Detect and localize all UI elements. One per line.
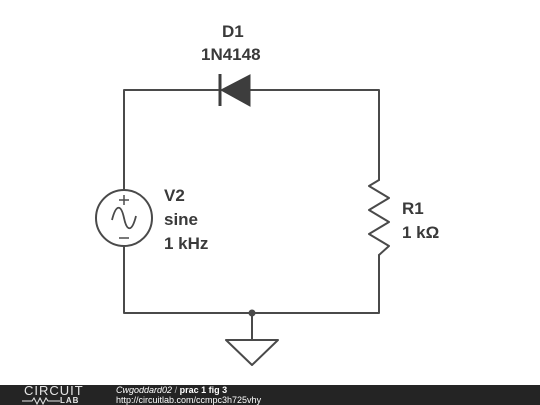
footer-bar: CIRCUIT LAB Cwgoddard02 / prac 1 fig 3 h… [0, 383, 540, 405]
circuit-schematic [95, 74, 390, 366]
voltage-source-v2-symbol [95, 189, 153, 247]
diode-part-label: 1N4148 [201, 45, 261, 64]
footer-title: Cwgoddard02 / prac 1 fig 3 [116, 385, 227, 395]
wire-left-bottom [123, 245, 253, 314]
circuit-url[interactable]: http://circuitlab.com/ccmpc3h725vhy [116, 395, 262, 405]
wire-right-bottom [251, 254, 380, 314]
source-freq-label: 1 kHz [164, 234, 209, 253]
wire-top-right [249, 89, 380, 181]
source-type-label: sine [164, 210, 199, 229]
logo-resistor-icon [22, 397, 60, 405]
resistor-value-label: 1 kΩ [402, 223, 440, 242]
author-name[interactable]: Cwgoddard02 [116, 385, 173, 395]
source-ref-label: V2 [164, 186, 185, 205]
wires [123, 89, 380, 341]
resistor-ref-label: R1 [402, 199, 424, 218]
diode-d1-symbol [218, 74, 251, 107]
title-separator: / [174, 385, 178, 395]
diode-ref-label: D1 [222, 22, 244, 41]
project-name[interactable]: prac 1 fig 3 [179, 385, 228, 395]
wire-top-left [123, 89, 219, 191]
logo-text-circuit: CIRCUIT [24, 383, 84, 398]
resistor-r1-symbol [368, 179, 390, 256]
junction-dot [248, 309, 256, 317]
logo-text-lab: LAB [60, 396, 80, 405]
ground-symbol [225, 339, 279, 366]
